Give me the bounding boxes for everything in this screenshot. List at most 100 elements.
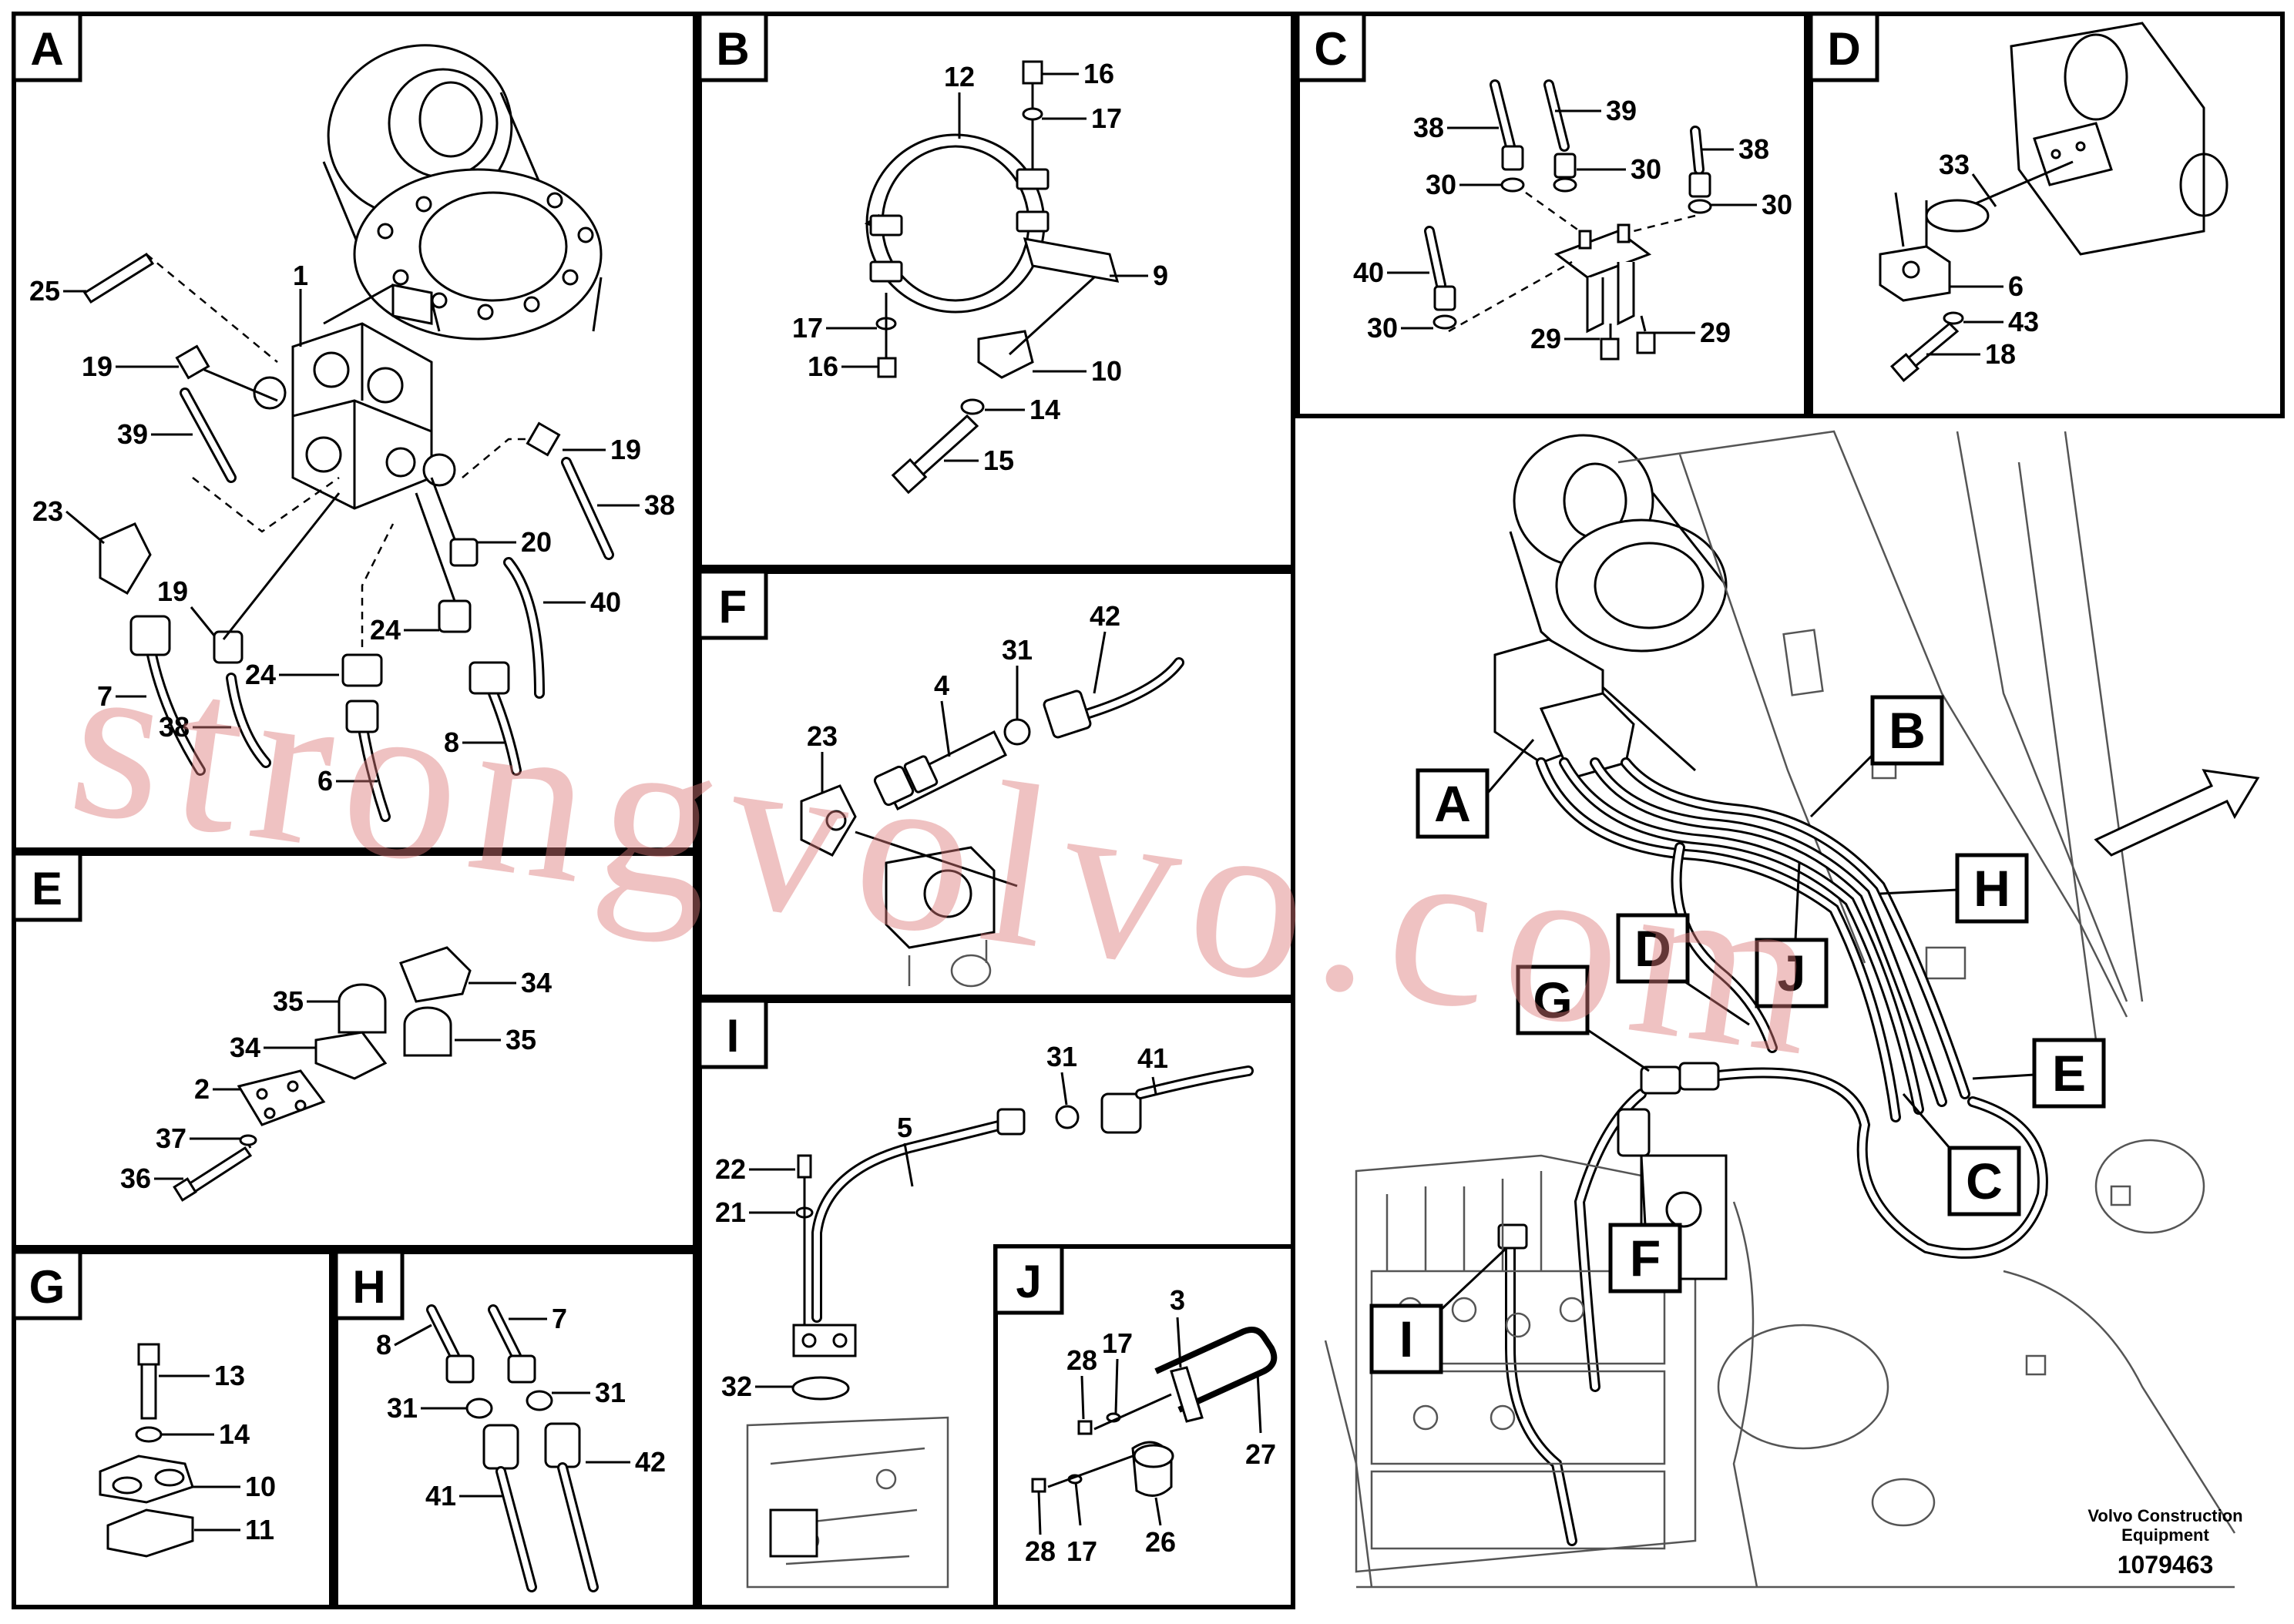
part-label: 16 xyxy=(1083,58,1114,89)
part-label: 31 xyxy=(1046,1041,1077,1072)
svg-text:G: G xyxy=(1533,971,1572,1028)
part-label: 30 xyxy=(1762,189,1792,220)
panel-g-letter: G xyxy=(29,1261,65,1313)
panel-i-letter: I xyxy=(727,1010,740,1062)
credit-block: Volvo Construction Equipment 1079463 xyxy=(2087,1506,2242,1579)
panel-j-part-labels: 3 28 17 27 26 28 17 xyxy=(1025,1284,1276,1567)
panel-f-label: F xyxy=(697,569,768,640)
panel-i-label: I xyxy=(697,998,768,1069)
svg-text:A: A xyxy=(1434,775,1471,832)
part-label: 10 xyxy=(245,1471,276,1502)
part-label: 17 xyxy=(1102,1327,1133,1359)
panel-h-drawing xyxy=(426,1304,599,1592)
part-label: 11 xyxy=(245,1514,274,1545)
svg-text:E: E xyxy=(2052,1045,2086,1102)
part-label: 17 xyxy=(1066,1535,1097,1567)
part-label: 16 xyxy=(808,351,838,382)
panel-h-frame xyxy=(334,1250,697,1609)
panel-c-label: C xyxy=(1295,12,1366,82)
panel-f-frame xyxy=(697,569,1295,999)
part-label: 34 xyxy=(521,967,552,998)
part-label: 37 xyxy=(156,1122,186,1154)
panel-b-part-labels: 12 16 17 9 17 16 10 14 15 xyxy=(792,58,1168,476)
part-label: 39 xyxy=(1606,95,1637,126)
part-label: 29 xyxy=(1700,317,1731,348)
svg-text:I: I xyxy=(1399,1310,1413,1367)
part-label: 31 xyxy=(595,1377,626,1408)
part-label: 30 xyxy=(1631,153,1661,185)
panel-g-part-labels: 13 14 10 11 xyxy=(159,1360,276,1545)
part-label: 19 xyxy=(610,434,641,465)
part-label: 23 xyxy=(807,720,838,752)
part-label: 9 xyxy=(1153,260,1168,291)
panel-b-letter: B xyxy=(716,23,749,75)
panel-j-drawing xyxy=(1031,1327,1278,1497)
callout-j: J xyxy=(1755,862,1829,1008)
panel-j-label: J xyxy=(993,1244,1064,1315)
panel-e-letter: E xyxy=(32,863,62,914)
svg-text:C: C xyxy=(1966,1153,2003,1210)
part-label: 26 xyxy=(1145,1526,1176,1558)
panel-c-letter: C xyxy=(1314,23,1347,75)
panel-h-part-labels: 8 7 31 31 41 42 xyxy=(376,1303,666,1512)
panel-f-letter: F xyxy=(719,581,747,632)
part-label: 38 xyxy=(1413,112,1444,143)
panel-b-frame xyxy=(697,12,1295,569)
part-label: 23 xyxy=(32,495,63,527)
part-label: 24 xyxy=(245,659,276,690)
panel-i-drawing xyxy=(746,1065,1254,1589)
part-label: 2 xyxy=(194,1073,210,1105)
part-label: 42 xyxy=(635,1446,666,1478)
part-label: 15 xyxy=(983,445,1014,476)
svg-text:H: H xyxy=(1973,860,2010,917)
part-label: 35 xyxy=(273,985,304,1017)
part-label: 28 xyxy=(1025,1535,1056,1567)
part-label: 32 xyxy=(721,1371,752,1402)
part-label: 3 xyxy=(1170,1284,1185,1316)
svg-text:J: J xyxy=(1778,945,1806,1002)
callout-d: D xyxy=(1616,913,1750,1026)
panel-d-label: D xyxy=(1809,12,1879,82)
part-label: 38 xyxy=(644,489,675,521)
part-label: 42 xyxy=(1090,600,1120,632)
part-label: 12 xyxy=(944,61,975,92)
panel-j-frame xyxy=(993,1244,1295,1609)
part-label: 30 xyxy=(1367,312,1398,344)
part-label: 10 xyxy=(1091,355,1122,387)
callout-i: I xyxy=(1369,1247,1508,1374)
part-label: 24 xyxy=(370,614,401,646)
panel-c-frame xyxy=(1295,12,1809,418)
panel-g-label: G xyxy=(12,1250,82,1320)
part-label: 14 xyxy=(1029,394,1060,425)
callout-g: G xyxy=(1516,965,1650,1072)
callout-b: B xyxy=(1809,695,1944,818)
part-label: 5 xyxy=(897,1112,912,1143)
part-label: 7 xyxy=(97,680,113,712)
svg-text:B: B xyxy=(1889,702,1926,759)
part-label: 29 xyxy=(1530,323,1561,354)
part-label: 40 xyxy=(1353,257,1384,288)
part-label: 43 xyxy=(2008,306,2039,337)
part-label: 14 xyxy=(219,1418,250,1450)
part-label: 19 xyxy=(82,351,113,382)
part-label: 41 xyxy=(1137,1042,1168,1074)
panel-a-label: A xyxy=(12,12,82,82)
panel-e-frame xyxy=(12,851,697,1250)
panel-frames xyxy=(12,12,2285,1609)
part-label: 31 xyxy=(1002,634,1033,666)
part-label: 30 xyxy=(1426,169,1456,200)
part-label: 1 xyxy=(293,260,308,291)
panel-c-drawing xyxy=(1424,79,1712,361)
panel-j-letter: J xyxy=(1016,1256,1041,1307)
part-label: 35 xyxy=(505,1024,536,1055)
callout-e: E xyxy=(1972,1038,2106,1109)
panel-a-frame xyxy=(12,12,697,852)
part-label: 6 xyxy=(317,765,333,797)
panel-f-drawing xyxy=(800,657,1184,988)
part-label: 17 xyxy=(1091,102,1122,134)
part-label: 38 xyxy=(159,711,190,743)
part-label: 40 xyxy=(590,586,621,618)
svg-text:D: D xyxy=(1634,920,1671,977)
callout-f: F xyxy=(1608,1155,1682,1293)
